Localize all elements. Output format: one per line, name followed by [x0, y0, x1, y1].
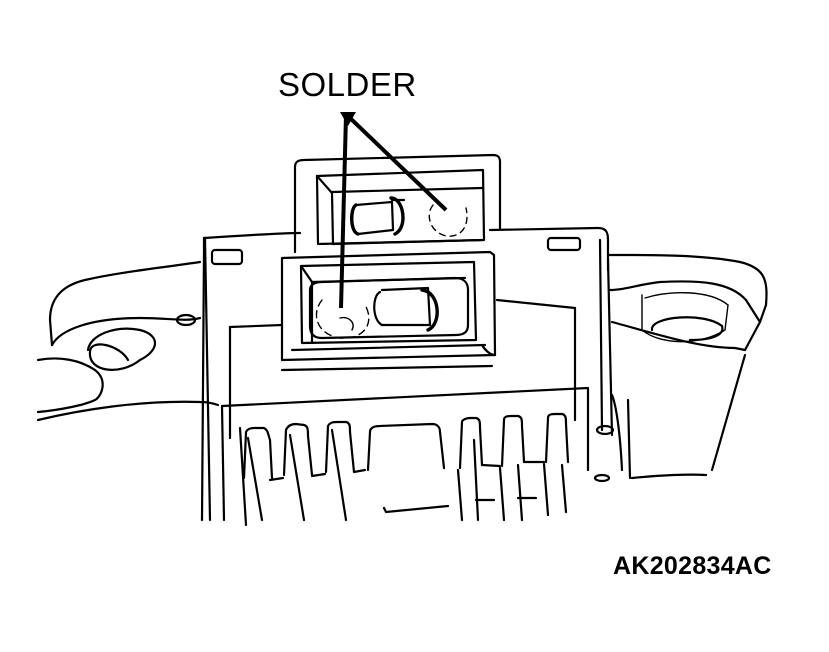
leader-line-lower — [339, 114, 348, 309]
right-mounting-boss — [593, 253, 768, 483]
solder-callout-leaders[interactable] — [339, 112, 448, 309]
regulator-body — [200, 226, 614, 522]
solder-callout-label: SOLDER — [278, 66, 417, 103]
leader-line-upper — [348, 116, 448, 212]
heat-sink-fins — [220, 386, 590, 527]
lower-component-housing — [280, 250, 497, 372]
figure-id-label: AK202834AC — [613, 552, 772, 580]
left-mounting-bracket — [36, 260, 220, 422]
upper-component-housing — [293, 153, 502, 254]
